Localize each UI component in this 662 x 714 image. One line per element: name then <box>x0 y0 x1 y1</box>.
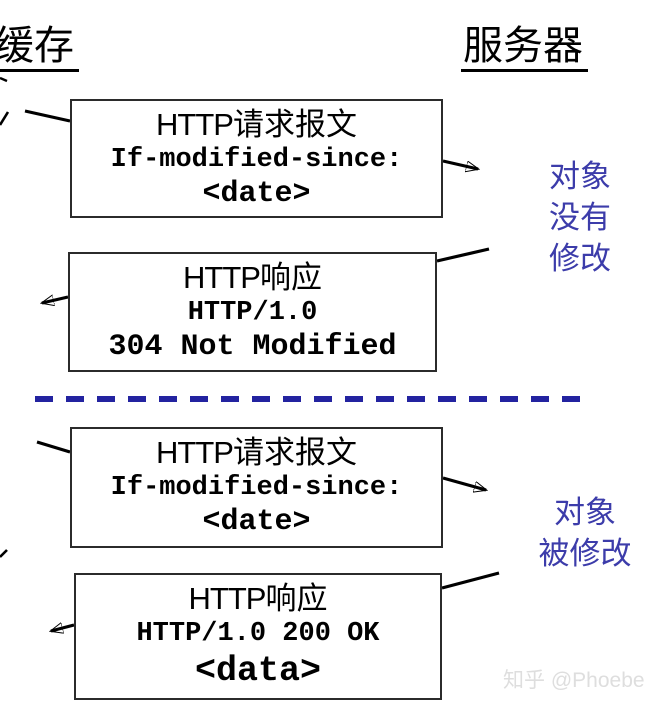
http-response-box-1: HTTP响应 HTTP/1.0 304 Not Modified <box>68 252 437 372</box>
box-title-latin: HTTP <box>156 107 234 142</box>
note-object-not-modified: 对象 没有 修改 <box>538 156 622 279</box>
box-title: HTTP响应 <box>76 575 440 618</box>
watermark: 知乎 @Phoebe <box>503 669 645 692</box>
box-title-cjk: 请求报文 <box>232 435 357 470</box>
http-version-line: HTTP/1.0 <box>187 298 318 328</box>
note-line: 被修改 <box>538 536 632 571</box>
data-placeholder: <data> <box>194 651 322 691</box>
response2-to-cache-arrow <box>51 625 75 631</box>
note-line: 对象 <box>549 159 611 194</box>
response1-to-cache-arrow <box>42 297 69 303</box>
box-title-latin: HTTP <box>188 581 267 616</box>
box-title: HTTP请求报文 <box>72 101 441 144</box>
box-title-latin: HTTP <box>183 260 261 295</box>
request2-incoming-line <box>36 440 71 454</box>
request1-to-server-arrow <box>442 159 478 169</box>
note-object-modified: 对象 被修改 <box>520 492 650 574</box>
box-title-cjk: 响应 <box>265 581 328 616</box>
server-column-header: 服务器 <box>461 24 588 72</box>
note-line: 修改 <box>549 241 611 276</box>
http-request-box-1: HTTP请求报文 If-modified-since: <date> <box>70 99 443 218</box>
if-modified-since-header: If-modified-since: <box>110 145 403 175</box>
request2-to-server-arrow <box>442 476 486 490</box>
response1-incoming-line <box>436 247 490 263</box>
http-response-box-2: HTTP响应 HTTP/1.0 200 OK <data> <box>74 573 442 700</box>
request1-incoming-line <box>24 109 71 123</box>
if-modified-since-header: If-modified-since: <box>110 473 403 503</box>
box-title: HTTP响应 <box>70 254 435 297</box>
box-title-cjk: 请求报文 <box>232 107 357 142</box>
status-304-line: 304 Not Modified <box>108 330 397 364</box>
box-title-latin: HTTP <box>156 435 234 470</box>
dashed-divider <box>35 396 581 402</box>
left-edge-tick-request2 <box>0 549 8 558</box>
date-placeholder: <date> <box>202 177 311 211</box>
box-title: HTTP请求报文 <box>72 429 441 472</box>
box-title-cjk: 响应 <box>259 260 322 295</box>
note-line: 没有 <box>549 200 611 235</box>
response2-incoming-line <box>441 571 500 590</box>
note-line: 对象 <box>554 495 616 530</box>
left-edge-tick-request1 <box>0 111 10 126</box>
status-200-line: HTTP/1.0 200 OK <box>136 619 380 649</box>
cache-column-header: 缓存 <box>0 24 79 72</box>
http-request-box-2: HTTP请求报文 If-modified-since: <date> <box>70 427 443 548</box>
left-edge-tick-top <box>0 76 8 83</box>
date-placeholder: <date> <box>202 505 311 539</box>
